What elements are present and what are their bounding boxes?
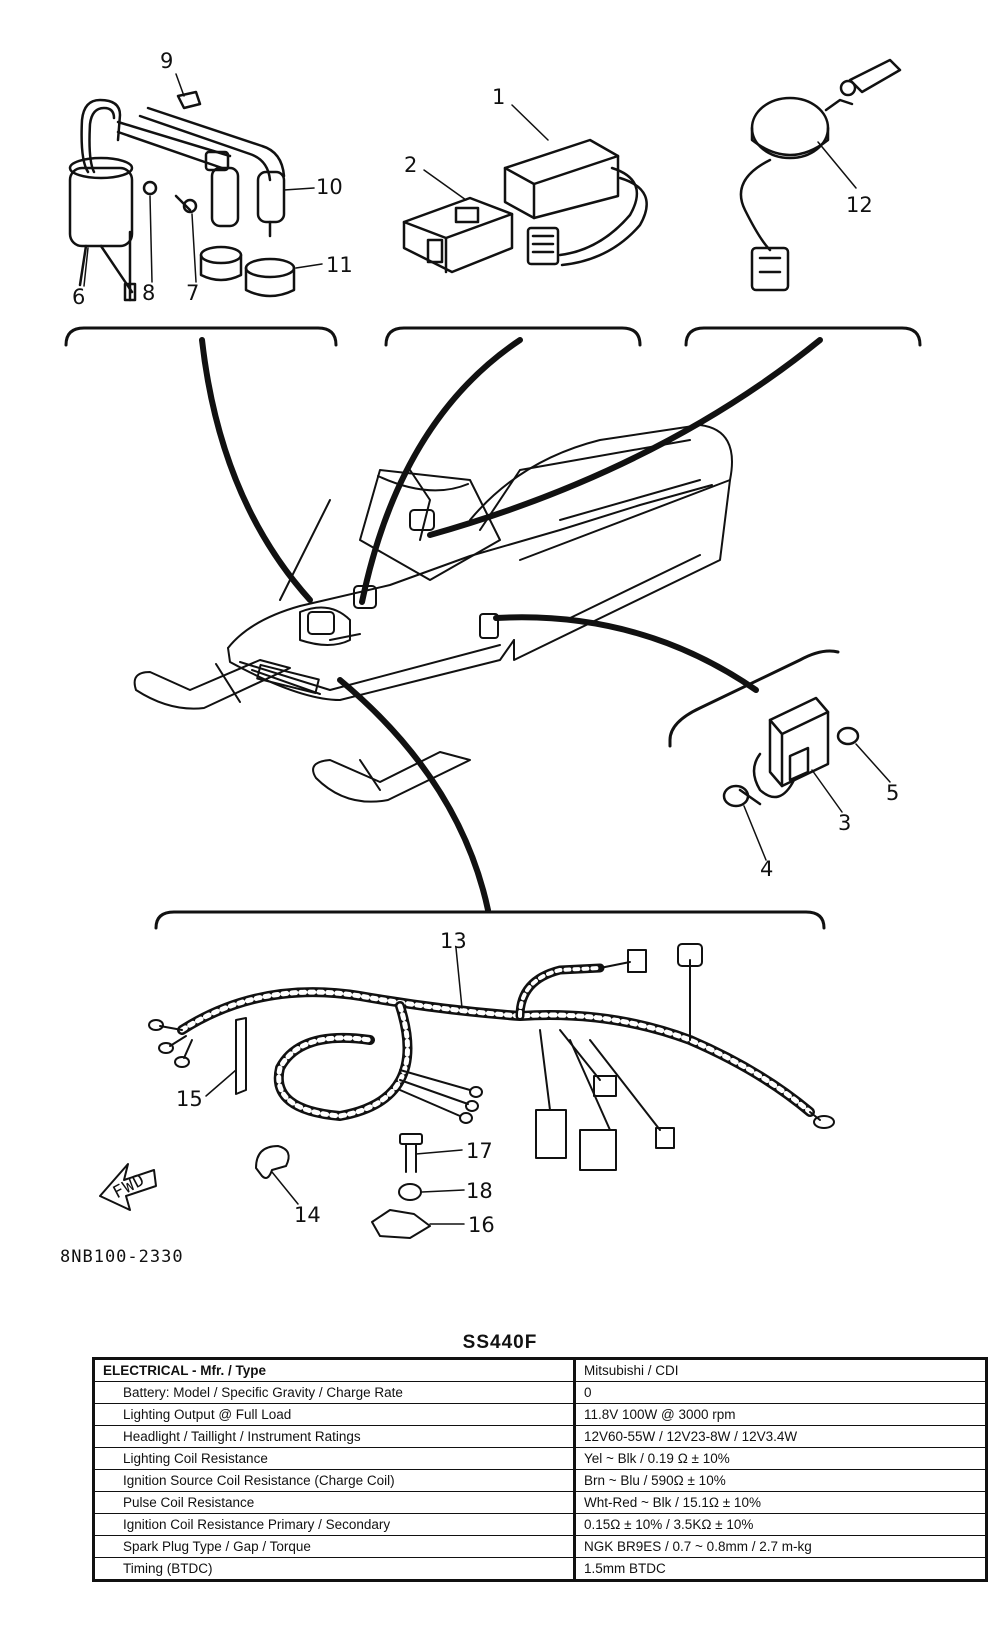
fwd-label: FWD [110, 1170, 149, 1203]
spec-value: 11.8V 100W @ 3000 rpm [573, 1403, 987, 1426]
spec-value: Mitsubishi / CDI [573, 1358, 987, 1382]
part-label-16: 16 [468, 1213, 495, 1237]
table-row: Battery: Model / Specific Gravity / Char… [93, 1381, 987, 1404]
regulator-group [668, 649, 891, 861]
spec-value: Wht-Red ~ Blk / 15.1Ω ± 10% [573, 1491, 987, 1514]
spec-label: Lighting Coil Resistance [93, 1447, 575, 1470]
spec-value: Yel ~ Blk / 0.19 Ω ± 10% [573, 1447, 987, 1470]
part-label-5: 5 [886, 781, 899, 805]
part-label-1: 1 [492, 85, 505, 109]
spec-value: NGK BR9ES / 0.7 ~ 0.8mm / 2.7 m-kg [573, 1535, 987, 1558]
spec-value: 12V60-55W / 12V23-8W / 12V3.4W [573, 1425, 987, 1448]
spec-label: Spark Plug Type / Gap / Torque [93, 1535, 575, 1558]
spec-value: Brn ~ Blu / 590Ω ± 10% [573, 1469, 987, 1492]
table-row: Headlight / Taillight / Instrument Ratin… [93, 1425, 987, 1448]
part-label-17: 17 [466, 1139, 493, 1163]
part-label-4: 4 [760, 857, 773, 881]
part-label-8: 8 [142, 281, 155, 305]
part-label-9: 9 [160, 49, 173, 73]
spec-label: Pulse Coil Resistance [93, 1491, 575, 1514]
ignition-coil-group [64, 73, 338, 347]
callout-lines [199, 337, 823, 913]
part-label-15: 15 [176, 1087, 203, 1111]
table-row: Timing (BTDC)1.5mm BTDC [93, 1557, 987, 1581]
exploded-parts-diagram: 1 2 3 4 5 6 7 8 9 10 11 12 13 14 15 16 1… [60, 49, 922, 1267]
spec-value: 0 [573, 1381, 987, 1404]
wire-harness-group [99, 910, 835, 1239]
spec-label: Ignition Coil Resistance Primary / Secon… [93, 1513, 575, 1536]
part-label-6: 6 [72, 285, 85, 309]
part-label-11: 11 [326, 253, 353, 277]
spec-label: Ignition Source Coil Resistance (Charge … [93, 1469, 575, 1492]
reference-code: 8NB100-2330 [60, 1247, 184, 1267]
part-label-7: 7 [186, 281, 199, 305]
cdi-unit-group [384, 104, 648, 347]
part-label-3: 3 [838, 811, 851, 835]
part-label-10: 10 [316, 175, 343, 199]
table-row: Ignition Coil Resistance Primary / Secon… [93, 1513, 987, 1536]
spec-label: Timing (BTDC) [93, 1557, 575, 1581]
spec-label: Headlight / Taillight / Instrument Ratin… [93, 1425, 575, 1448]
spec-value: 0.15Ω ± 10% / 3.5KΩ ± 10% [573, 1513, 987, 1536]
part-label-12: 12 [846, 193, 873, 217]
part-label-14: 14 [294, 1203, 321, 1227]
spec-table-title: SS440F [462, 1332, 538, 1353]
table-row: Ignition Source Coil Resistance (Charge … [93, 1469, 987, 1492]
part-label-13: 13 [440, 929, 467, 953]
main-switch-group [684, 58, 922, 347]
spec-label: Lighting Output @ Full Load [93, 1403, 575, 1426]
spec-label: ELECTRICAL - Mfr. / Type [93, 1358, 575, 1382]
spec-value: 1.5mm BTDC [573, 1557, 987, 1581]
snowmobile-outline [133, 424, 733, 803]
part-label-2: 2 [404, 153, 417, 177]
part-label-18: 18 [466, 1179, 493, 1203]
spec-label: Battery: Model / Specific Gravity / Char… [93, 1381, 575, 1404]
